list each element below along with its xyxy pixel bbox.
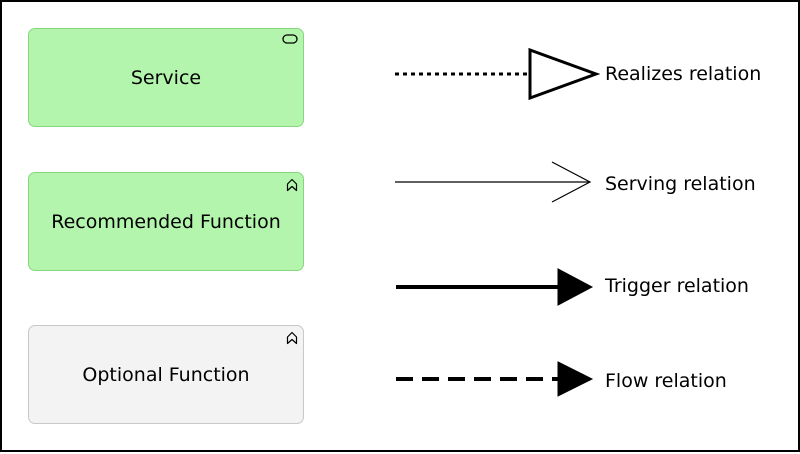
realizes-relation-symbol — [395, 47, 601, 101]
service-pill-icon — [282, 34, 298, 44]
flow-relation-label: Flow relation — [605, 370, 727, 392]
serving-relation-label: Serving relation — [605, 173, 756, 195]
recommended-function-label: Recommended Function — [51, 210, 281, 233]
trigger-relation-label: Trigger relation — [605, 275, 749, 297]
optional-function-element[interactable]: Optional Function — [28, 325, 304, 424]
service-label: Service — [130, 66, 202, 89]
function-chevron-icon — [286, 331, 298, 345]
serving-relation-symbol — [395, 161, 592, 203]
service-element[interactable]: Service — [28, 28, 304, 127]
realizes-relation-label: Realizes relation — [605, 63, 762, 85]
flow-relation-symbol — [396, 361, 594, 397]
function-chevron-icon — [286, 178, 298, 192]
trigger-relation-symbol — [396, 268, 594, 306]
optional-function-label: Optional Function — [82, 363, 250, 386]
recommended-function-element[interactable]: Recommended Function — [28, 172, 304, 271]
